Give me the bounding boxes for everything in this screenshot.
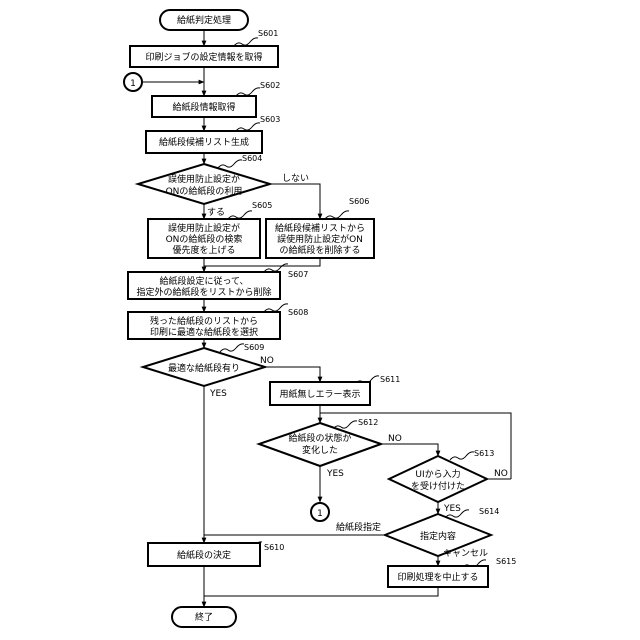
- step-s607-id: S607: [288, 270, 308, 279]
- step-s605-line3: 優先度を上げる: [172, 244, 235, 256]
- step-s605-id: S605: [252, 201, 272, 210]
- decision-s609-text: 最適な給紙段有り: [168, 362, 240, 374]
- step-s602-text: 給紙段情報取得: [172, 101, 235, 113]
- step-s601-text: 印刷ジョブの設定情報を取得: [145, 51, 262, 63]
- label-no-1: NO: [260, 356, 274, 366]
- step-s610-text: 給紙段の決定: [177, 549, 231, 561]
- step-s607-line2: 指定外の給紙段をリストから削除: [136, 286, 271, 298]
- step-s607-line1: 給紙段設定に従って、: [159, 275, 248, 287]
- connector-1-start-label: 1: [130, 79, 136, 89]
- step-s606-line3: の給紙段を削除する: [279, 244, 360, 256]
- step-s608-line2: 印刷に最適な給紙段を選択: [150, 326, 258, 338]
- step-s606-id: S606: [349, 197, 369, 206]
- decision-s604-id: S604: [242, 154, 262, 163]
- label-no-3: NO: [494, 469, 508, 479]
- decision-s614-text: 指定内容: [420, 530, 456, 542]
- connector-1-end-label: 1: [317, 509, 323, 519]
- step-s605-line1: 誤使用防止設定が: [168, 222, 240, 234]
- step-s611-id: S611: [380, 375, 400, 384]
- step-s608-line1: 残った給紙段のリストから: [150, 315, 258, 327]
- step-s615-id: S615: [496, 557, 516, 566]
- step-s605-line2: ONの給紙段の検索: [166, 233, 243, 245]
- step-s601-id: S601: [258, 29, 278, 38]
- decision-s609-id: S609: [244, 343, 264, 352]
- decision-s612-line1: 給紙段の状態が: [288, 432, 351, 444]
- decision-s604-line2: ONの給紙段の利用: [166, 185, 243, 197]
- step-s603-id: S603: [260, 115, 280, 124]
- step-s602-id: S602: [260, 81, 280, 90]
- end-label: 終了: [195, 611, 213, 623]
- label-yes-2: YES: [326, 469, 344, 479]
- step-s608-id: S608: [288, 308, 308, 317]
- decision-s612-id: S612: [358, 418, 378, 427]
- step-s611-text: 用紙無しエラー表示: [279, 388, 360, 400]
- label-kyushidan-shitei: 給紙段指定: [336, 521, 381, 533]
- step-s610-id: S610: [264, 543, 284, 552]
- decision-s612-line2: 変化した: [302, 444, 338, 456]
- start-label: 給紙判定処理: [177, 14, 231, 26]
- decision-s613-line2: を受け付けた: [411, 480, 465, 492]
- decision-s613-line1: UIから入力: [415, 468, 460, 480]
- label-no-2: NO: [388, 434, 402, 444]
- decision-s604-line1: 誤使用防止設定が: [168, 173, 240, 185]
- label-suru: する: [207, 207, 225, 218]
- step-s615-text: 印刷処理を中止する: [397, 571, 478, 583]
- label-yes-3: YES: [443, 504, 461, 514]
- decision-s613-id: S613: [474, 449, 494, 458]
- step-s606-line1: 給紙段候補リストから: [275, 222, 365, 234]
- decision-s614-id: S614: [479, 507, 499, 516]
- label-shinai: しない: [282, 173, 309, 184]
- step-s603-text: 給紙段候補リスト生成: [159, 136, 249, 148]
- label-yes-1: YES: [209, 389, 227, 399]
- label-cancel: キャンセル: [443, 548, 488, 559]
- decision-s612: [259, 423, 381, 466]
- step-s606-line2: 誤使用防止設定がON: [277, 233, 363, 245]
